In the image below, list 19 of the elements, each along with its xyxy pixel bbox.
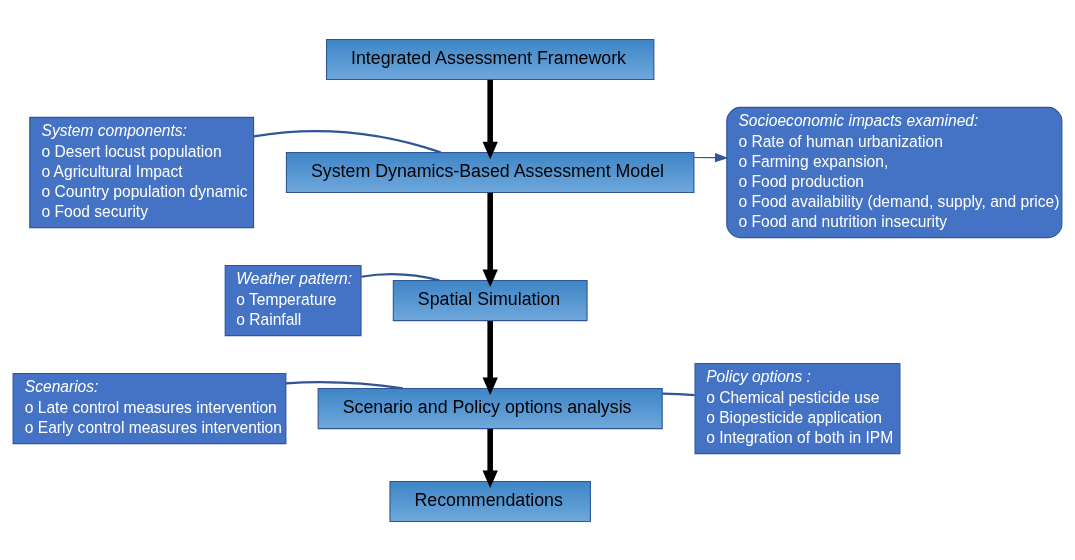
node-box: System Dynamics-Based Assessment Model bbox=[285, 151, 695, 193]
node-box: Weather pattern: o Temperature o Rainfall bbox=[224, 264, 362, 336]
node-box: Scenarios: o Late control measures intervention o Early control measures intervention bbox=[12, 372, 287, 444]
arrow bbox=[482, 192, 498, 287]
arrow bbox=[482, 428, 498, 488]
node-box: Scenario and Policy options analysis bbox=[317, 387, 663, 429]
arrow bbox=[482, 79, 498, 159]
node-box: Socioeconomic impacts examined: o Rate of human urbanization o Farming expansion, o Food production o Food availability (demand, supply, and price) o Food and nutrition insecurity bbox=[726, 106, 1063, 238]
node-box: Recommendations bbox=[389, 480, 591, 522]
connector bbox=[253, 129, 442, 153]
connector bbox=[361, 272, 440, 281]
node-box: System components: o Desert locust population o Agricultural Impact o Country population dynamic o Food security bbox=[29, 116, 255, 228]
arrow bbox=[693, 152, 729, 162]
connector bbox=[285, 380, 403, 390]
arrow bbox=[482, 320, 498, 395]
connector bbox=[662, 392, 695, 396]
node-box: Policy options : o Chemical pesticide use o Biopesticide application o Integration of both in IPM bbox=[694, 362, 901, 454]
node-box: Spatial Simulation bbox=[392, 279, 588, 321]
node-box: Integrated Assessment Framework bbox=[325, 38, 655, 80]
